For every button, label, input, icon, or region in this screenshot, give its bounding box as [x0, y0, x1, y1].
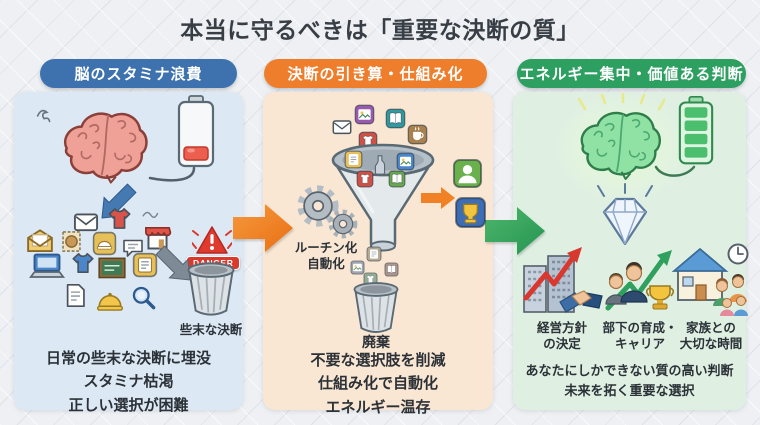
low-battery-icon	[177, 95, 215, 168]
funnel-shirt-tile-icon	[356, 170, 374, 188]
middle-summary-line-2: 仕組み化で自動化	[317, 375, 438, 393]
house-family-clock-icon	[672, 243, 749, 316]
falling-envelope-icon	[331, 116, 353, 138]
falling-book-tile-icon	[385, 108, 406, 129]
discarded-tile-icon	[384, 262, 399, 277]
middle-summary-line-1: 不要な選択肢を削減	[310, 352, 446, 369]
middle-summary-line-3: エネルギー温存	[325, 398, 431, 416]
fatigue-squiggle-icon	[36, 109, 51, 123]
left-summary-line-3: 正しい選択が困難	[68, 396, 189, 414]
banner-middle: 決断の引き算・仕組み化	[264, 59, 487, 88]
team-label: 部下の育成・ キャリア	[598, 320, 682, 353]
flow-arrow-orange-icon	[233, 204, 293, 252]
right-summary-line-2: 未来を拓く重要な選択	[564, 382, 695, 398]
gear-small-icon	[327, 208, 359, 240]
family-label-line-2: 大切な時間	[679, 337, 743, 352]
blue-shirt-icon	[70, 250, 96, 276]
funnel-photo-tile-icon	[396, 152, 415, 171]
cloche-icon	[95, 288, 125, 314]
disposal-caption: 廃棄	[362, 334, 390, 350]
middle-summary: 不要な選択肢を削減 仕組み化で自動化 エネルギー温存	[263, 349, 493, 419]
left-summary: 日常の些末な決断に埋没 スタミナ枯渇 正しい選択が困難	[14, 347, 243, 417]
kept-person-tile-icon	[452, 158, 483, 189]
routine-label-line-1: ルーチン化	[294, 241, 358, 255]
full-battery-icon	[678, 95, 714, 165]
management-label-line-2: の決定	[543, 337, 581, 352]
left-summary-line-1: 日常の些末な決断に埋没	[45, 350, 211, 367]
tilde-squiggle-icon	[142, 211, 159, 218]
team-label-line-2: キャリア	[614, 337, 665, 352]
right-summary: あなたにしかできない質の高い判断 未来を拓く重要な選択	[513, 361, 746, 400]
sparkle-rays-icon	[577, 93, 665, 111]
keep-arrow-icon	[421, 187, 455, 209]
routine-label-line-2: 自動化	[307, 257, 345, 272]
diamond-icon	[597, 183, 653, 246]
red-shirt-icon	[106, 205, 133, 232]
energized-brain-icon	[580, 111, 661, 180]
routine-label: ルーチン化 自動化	[281, 240, 371, 273]
banner-right: エネルギー集中・価値ある判断	[517, 59, 746, 88]
team-label-line-1: 部下の育成・	[602, 321, 678, 335]
trivial-decisions-caption: 些末な決断	[179, 323, 243, 337]
danger-triangle-icon	[192, 226, 232, 254]
funnel-book-tile-icon	[388, 170, 406, 188]
management-label-line-1: 経営方針	[536, 321, 587, 335]
discarded-tile-icon	[366, 246, 382, 262]
flow-arrow-green-icon	[485, 207, 545, 255]
trivial-trash-can-icon	[184, 260, 238, 318]
family-label-line-1: 家族との	[686, 321, 736, 335]
falling-photo-tile-icon	[354, 104, 375, 125]
disposal-trash-can-icon	[350, 280, 402, 335]
funnel-bottle-icon	[374, 154, 386, 176]
magnifier-icon	[130, 284, 157, 311]
to-trash-arrow-icon	[155, 245, 191, 281]
office-buildings-handshake-icon	[523, 247, 603, 313]
right-summary-line-1: あなたにしかできない質の高い判断	[525, 363, 734, 378]
left-summary-line-2: スタミナ枯渇	[83, 373, 174, 391]
battery-wire	[148, 166, 196, 182]
document-icon	[62, 282, 89, 309]
management-label: 経営方針 の決定	[518, 320, 606, 353]
funnel-doc-tile-icon	[344, 150, 363, 169]
page-title: 本当に守るべきは「重要な決断の質」	[180, 17, 580, 43]
banner-left: 脳のスタミナ浪費	[40, 59, 237, 88]
laptop-icon	[27, 252, 67, 282]
kept-trophy-tile-icon	[454, 196, 487, 229]
chalkboard-icon	[97, 256, 127, 282]
family-label: 家族との 大切な時間	[672, 320, 750, 353]
full-battery-wire	[654, 165, 696, 177]
team-growth-trophy-icon	[605, 250, 675, 311]
tired-brain-icon	[64, 112, 148, 184]
